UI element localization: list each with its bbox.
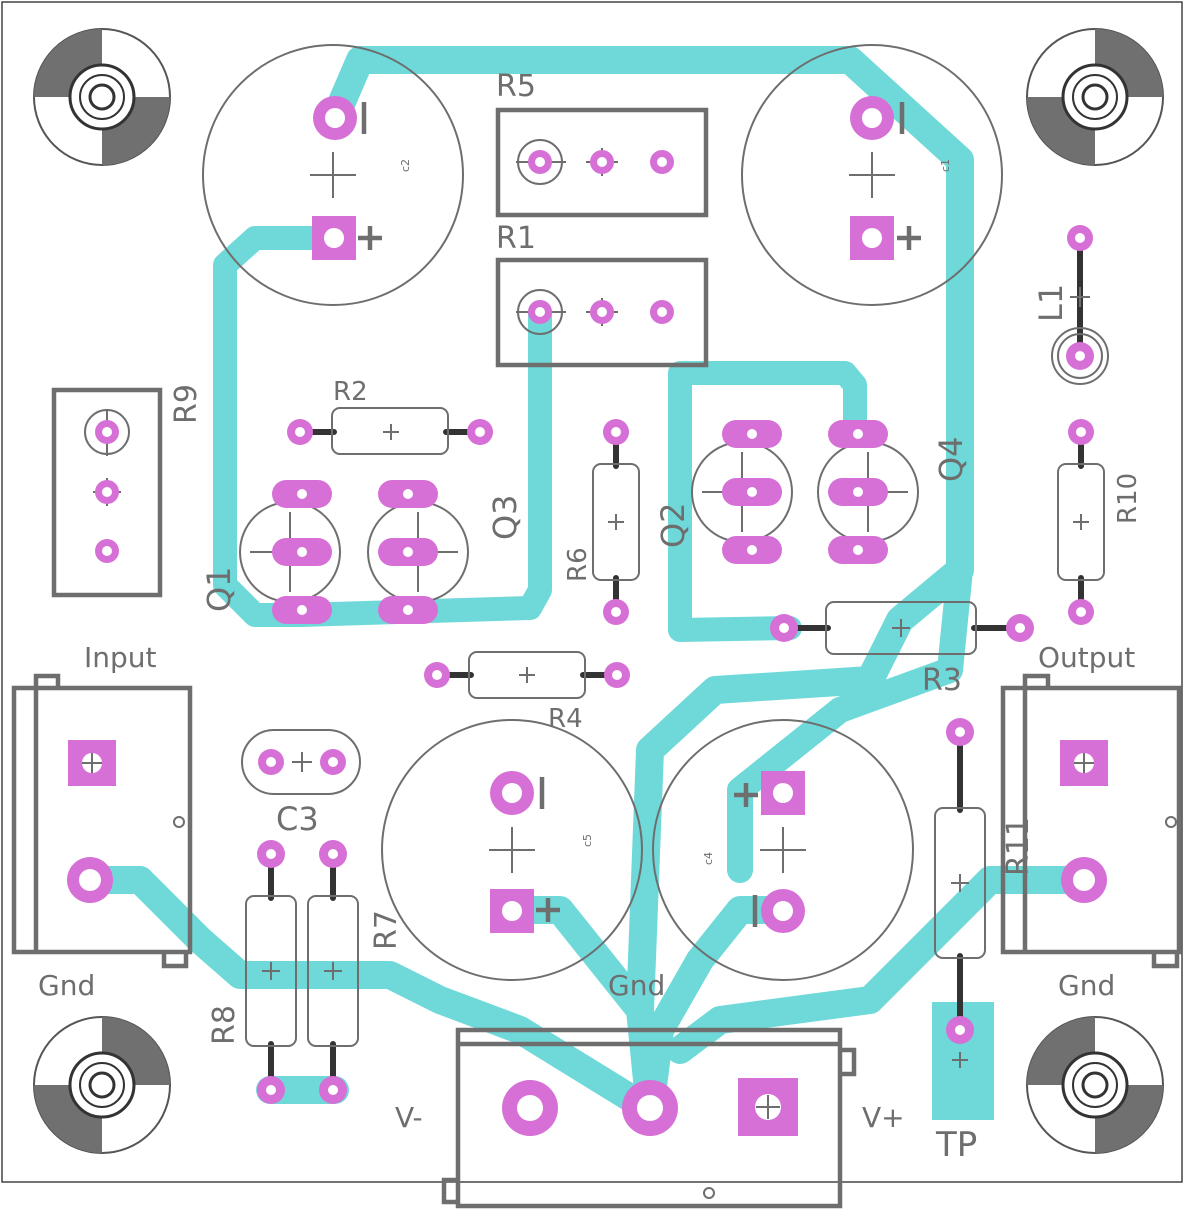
inductor-l1: L1: [1032, 225, 1109, 385]
gnd-right-label: Gnd: [1058, 969, 1115, 1002]
mounting-hole-icon: [33, 1016, 171, 1154]
transistor-q4: Q4: [817, 420, 970, 564]
q3-label: Q3: [486, 494, 524, 540]
trimmer-r9: R9: [51, 384, 204, 598]
output-label: Output: [1038, 641, 1135, 674]
r8-label: R8: [207, 1005, 242, 1045]
test-point: TP: [935, 1052, 977, 1165]
transistor-q3: Q3: [367, 480, 524, 624]
capacitor-c4: c4: [652, 719, 914, 981]
plus-icon: [536, 898, 560, 922]
r11-label: R11: [1001, 817, 1036, 876]
resistor-r8: R8: [207, 840, 297, 1104]
q2-label: Q2: [654, 502, 692, 548]
capacitor-c3: C3: [241, 729, 361, 838]
q4-label: Q4: [932, 436, 970, 482]
resistor-r6: R6: [563, 419, 640, 625]
v-minus-label: V-: [395, 1101, 423, 1134]
mounting-hole-icon: [1026, 28, 1164, 166]
capacitor-c5: c5: [381, 719, 643, 981]
gnd-left-label: Gnd: [38, 969, 95, 1002]
mounting-holes: [33, 28, 1164, 1154]
c5-small-label: c5: [581, 834, 594, 847]
r6-label: R6: [563, 547, 593, 582]
r5-label: R5: [496, 69, 536, 104]
copper-traces: [76, 46, 1099, 1124]
trimmer-r1: R1: [495, 221, 709, 368]
c3-label: C3: [276, 800, 319, 838]
plus-icon: [897, 226, 921, 250]
r4-label: R4: [548, 704, 583, 734]
r3-label: R3: [922, 663, 962, 698]
mounting-hole-icon: [33, 28, 171, 166]
capacitor-c1: c1: [741, 44, 1003, 306]
r2-label: R2: [333, 377, 368, 407]
r10-label: R10: [1113, 473, 1143, 524]
mounting-hole-icon: [1026, 1016, 1164, 1154]
board-outline: [1, 1, 1183, 1183]
tp-label: TP: [935, 1125, 977, 1165]
transistor-q1: Q1: [200, 480, 341, 624]
r1-label: R1: [496, 221, 536, 256]
trimmer-r5: R5: [495, 69, 709, 218]
output-connector: Output Gnd: [1000, 641, 1182, 1002]
c4-small-label: c4: [702, 852, 715, 865]
resistor-r7: R7: [307, 840, 404, 1104]
input-connector: Input Gnd: [11, 641, 193, 1002]
resistor-r3: R3: [770, 601, 1034, 698]
input-label: Input: [84, 641, 157, 674]
c2-small-label: c2: [399, 159, 412, 172]
l1-label: L1: [1032, 284, 1070, 322]
r7-label: R7: [369, 910, 404, 950]
c1-small-label: c1: [939, 159, 952, 172]
resistor-r2: R2: [287, 377, 493, 455]
plus-icon: [358, 226, 382, 250]
v-plus-label: V+: [862, 1101, 905, 1134]
r9-label: R9: [169, 384, 204, 424]
resistor-r4: R4: [424, 651, 630, 734]
capacitor-c2: c2: [202, 44, 464, 306]
power-connector: V- V+ Gnd: [395, 969, 905, 1209]
resistor-r11: R11: [934, 718, 1036, 1044]
gnd-center-label: Gnd: [608, 969, 665, 1002]
transistor-q2: Q2: [654, 420, 793, 564]
resistor-r10: R10: [1057, 419, 1143, 625]
plus-icon: [734, 783, 758, 807]
q1-label: Q1: [200, 566, 238, 612]
